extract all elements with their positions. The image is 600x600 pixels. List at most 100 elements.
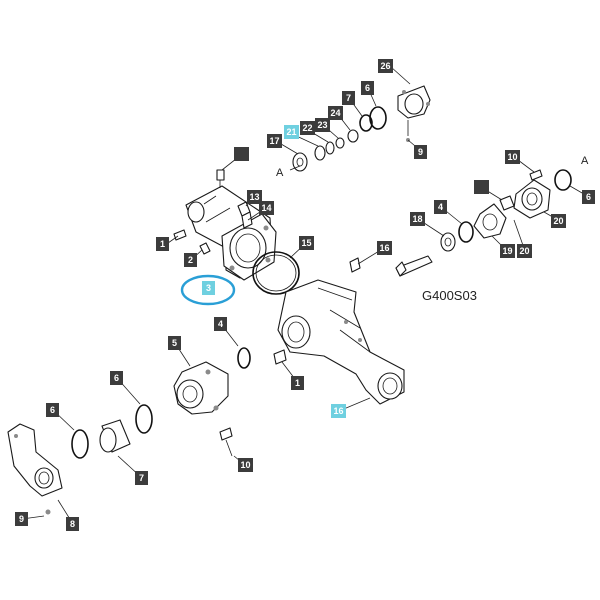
callout-15-label: 16 <box>333 406 343 416</box>
small-bolt-1-upper[interactable] <box>173 229 187 241</box>
callout-12[interactable]: 14 <box>259 201 274 215</box>
callout-11-label: 13 <box>249 192 259 202</box>
callout-5[interactable]: 5 <box>168 336 181 350</box>
seal-23[interactable] <box>347 129 359 143</box>
bushing-7[interactable] <box>99 419 131 453</box>
breather-plug[interactable] <box>216 169 225 188</box>
connector-a-right: A <box>581 155 589 167</box>
o-ring-6-mid[interactable] <box>135 404 153 434</box>
callout-22[interactable]: 23 <box>315 118 330 132</box>
callout-18-label: 20 <box>519 246 529 256</box>
plug-14[interactable] <box>349 257 361 273</box>
callout-4-right-label: 4 <box>438 202 443 212</box>
connector-a-top: A <box>276 165 301 179</box>
o-ring-6-top[interactable] <box>369 106 387 130</box>
callout-7-lower[interactable]: 7 <box>135 471 148 485</box>
o-ring-4-right[interactable] <box>458 221 474 243</box>
bracket-8[interactable] <box>7 423 63 515</box>
callout-10-lower-label: 10 <box>240 460 250 470</box>
o-ring-4-lower[interactable] <box>237 347 251 369</box>
callout-4-lower-label: 4 <box>218 319 223 329</box>
dowel-pin-2[interactable] <box>199 242 211 255</box>
callout-13-label: 15 <box>301 238 311 248</box>
callout-7-top[interactable]: 7 <box>342 91 355 105</box>
callout-8[interactable]: 8 <box>66 517 79 531</box>
o-ring-7-top[interactable] <box>359 114 373 132</box>
upper-housing[interactable] <box>185 185 277 281</box>
callout-1-upper-label: 1 <box>160 239 165 249</box>
callout-4-right[interactable]: 4 <box>434 200 447 214</box>
connector-letter-top: A <box>276 167 284 179</box>
callout-9-lower-label: 9 <box>19 514 24 524</box>
callout-22-label: 23 <box>317 120 327 130</box>
callout-5-label: 5 <box>172 338 177 348</box>
callout-16-top-label: 17 <box>269 136 279 146</box>
callout-19[interactable]: 20 <box>551 214 566 228</box>
callout-21[interactable]: 22 <box>300 121 315 135</box>
callout-17-label: 19 <box>502 246 512 256</box>
shaft-g400s03[interactable] <box>395 255 433 277</box>
callout-6-right-label: 6 <box>586 192 591 202</box>
callout-6-mid-label: 6 <box>114 373 119 383</box>
callout-16-top[interactable]: 17 <box>267 134 282 148</box>
bearing-16-right[interactable] <box>440 232 456 252</box>
callout-9-top[interactable]: 9 <box>414 145 427 159</box>
o-ring-6-left[interactable] <box>71 429 89 459</box>
callout-14[interactable]: 16 <box>377 241 392 255</box>
callout-14-label: 16 <box>379 243 389 253</box>
washer-21[interactable] <box>325 141 335 155</box>
callout-9-lower[interactable]: 9 <box>15 512 28 526</box>
callout-7-lower-label: 7 <box>139 473 144 483</box>
callout-1-lower[interactable]: 1 <box>291 376 304 390</box>
stud-11-12[interactable] <box>237 201 253 229</box>
bolt-10-right[interactable] <box>529 169 543 181</box>
callout-24[interactable]: 26 <box>378 59 393 73</box>
callout-19-label: 20 <box>553 216 563 226</box>
bearing-housing-5[interactable] <box>173 361 229 415</box>
cover-24[interactable] <box>397 85 431 142</box>
plug-26[interactable] <box>499 195 515 211</box>
callout-26[interactable] <box>474 180 489 194</box>
washer-22[interactable] <box>335 137 345 149</box>
bolt-1-lower[interactable] <box>273 349 287 365</box>
callout-6-mid[interactable]: 6 <box>110 371 123 385</box>
callout-23-label: 24 <box>330 108 340 118</box>
callout-17[interactable]: 19 <box>500 244 515 258</box>
callout-1-upper[interactable]: 1 <box>156 237 169 251</box>
callout-3-label: 3 <box>206 283 211 293</box>
callout-2-label: 2 <box>188 255 193 265</box>
callout-10-lower[interactable]: 10 <box>238 458 253 472</box>
callout-12-label: 14 <box>261 203 271 213</box>
callout-20[interactable]: 21 <box>284 125 299 139</box>
bearing-20[interactable] <box>314 145 326 161</box>
callout-8-label: 8 <box>70 519 75 529</box>
callout-23[interactable]: 24 <box>328 106 343 120</box>
cover-19[interactable] <box>513 179 551 219</box>
callout-3[interactable]: 3 <box>202 281 215 295</box>
main-housing-15[interactable] <box>277 279 405 405</box>
callout-15[interactable]: 16 <box>331 404 346 418</box>
callout-24-label: 26 <box>380 61 390 71</box>
connector-letter-right: A <box>581 155 589 167</box>
callout-6-top[interactable]: 6 <box>361 81 374 95</box>
callout-6-right[interactable]: 6 <box>582 190 595 204</box>
callout-10-right[interactable]: 10 <box>505 150 520 164</box>
callout-6-left-label: 6 <box>50 405 55 415</box>
callout-13[interactable]: 15 <box>299 236 314 250</box>
callout-6-left[interactable]: 6 <box>46 403 59 417</box>
callout-2[interactable]: 2 <box>184 253 197 267</box>
part-code-label: G400S03 <box>422 288 477 303</box>
bolt-10-lower[interactable] <box>219 427 233 457</box>
o-ring-6-right[interactable] <box>554 169 572 191</box>
callout-9-top-label: 9 <box>418 147 423 157</box>
callout-16-right[interactable]: 18 <box>410 212 425 226</box>
o-ring-13[interactable] <box>252 251 300 295</box>
callout-25[interactable] <box>234 147 249 161</box>
callout-10-right-label: 10 <box>507 152 517 162</box>
gasket-17[interactable] <box>473 203 507 239</box>
callout-11[interactable]: 13 <box>247 190 262 204</box>
selected-part-highlight[interactable] <box>180 274 236 306</box>
callout-4-lower[interactable]: 4 <box>214 317 227 331</box>
callout-18[interactable]: 20 <box>517 244 532 258</box>
